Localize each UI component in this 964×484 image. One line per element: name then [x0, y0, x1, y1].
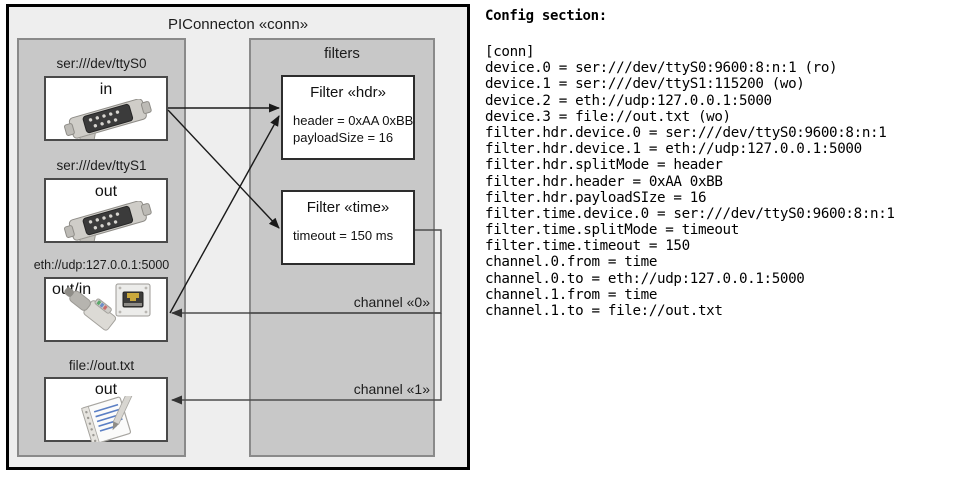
config-line: filter.time.device.0 = ser:///dev/ttyS0:…	[485, 205, 895, 222]
device-direction-file: out	[94, 381, 118, 398]
filter-time-prop-timeout: timeout = 150 ms	[293, 228, 394, 243]
filters-panel-title: filters	[324, 45, 360, 62]
config-line: filter.time.timeout = 150	[485, 238, 690, 255]
config-line: filter.hdr.header = 0xAA 0xBB	[485, 173, 723, 190]
config-line: device.3 = file://out.txt (wo)	[485, 108, 731, 125]
config-line: filter.hdr.device.1 = eth://udp:127.0.0.…	[485, 141, 862, 158]
device-box-file[interactable]: out	[44, 377, 168, 442]
filter-time-title: Filter «time»	[306, 199, 390, 216]
config-line: filter.hdr.device.0 = ser:///dev/ttyS0:9…	[485, 124, 887, 141]
device-label-ttys1: ser:///dev/ttyS1	[56, 158, 147, 173]
config-line: filter.hdr.splitMode = header	[485, 157, 723, 174]
config-line: channel.0.from = time	[485, 254, 658, 271]
device-box-ttys1[interactable]: out	[44, 178, 168, 243]
config-line: filter.time.splitMode = timeout	[485, 222, 739, 239]
device-label-file: file://out.txt	[68, 358, 135, 373]
device-direction-ttys1: out	[94, 183, 118, 200]
channel-label-1: channel «1»	[353, 381, 430, 397]
device-label-eth: eth://udp:127.0.0.1:5000	[33, 258, 170, 272]
filter-box-time[interactable]: Filter «time» timeout = 150 ms	[281, 190, 415, 265]
config-section: Config section: [conn]device.0 = ser:///…	[482, 0, 964, 484]
diagram-title: PIConnecton «conn»	[167, 16, 309, 33]
channel-label-0: channel «0»	[353, 294, 430, 310]
filter-box-hdr[interactable]: Filter «hdr» header = 0xAA 0xBB payloadS…	[281, 75, 415, 160]
config-line: channel.0.to = eth://udp:127.0.0.1:5000	[485, 270, 805, 287]
config-line: channel.1.from = time	[485, 286, 658, 303]
config-line: channel.1.to = file://out.txt	[485, 303, 723, 319]
config-line: device.0 = ser:///dev/ttyS0:9600:8:n:1 (…	[485, 60, 838, 77]
config-line: device.1 = ser:///dev/ttyS1:115200 (wo)	[485, 76, 805, 93]
config-text: [conn]device.0 = ser:///dev/ttyS0:9600:8…	[485, 44, 895, 319]
config-line: filter.hdr.payloadSIze = 16	[485, 189, 707, 206]
architecture-diagram: PIConnecton «conn» ser:///dev/ttyS0 in	[0, 0, 478, 484]
device-direction-ttys0: in	[99, 81, 113, 98]
device-box-eth[interactable]: out/in	[44, 277, 168, 342]
config-heading: Config section:	[485, 8, 607, 24]
device-label-ttys0: ser:///dev/ttyS0	[56, 56, 147, 71]
filter-hdr-title: Filter «hdr»	[310, 84, 386, 101]
filter-hdr-prop-payloadsize: payloadSize = 16	[293, 130, 394, 145]
config-line: device.2 = eth://udp:127.0.0.1:5000	[485, 92, 772, 109]
filter-hdr-prop-header: header = 0xAA 0xBB	[293, 113, 414, 128]
config-line: [conn]	[485, 44, 535, 60]
device-box-ttys0[interactable]: in	[44, 76, 168, 141]
